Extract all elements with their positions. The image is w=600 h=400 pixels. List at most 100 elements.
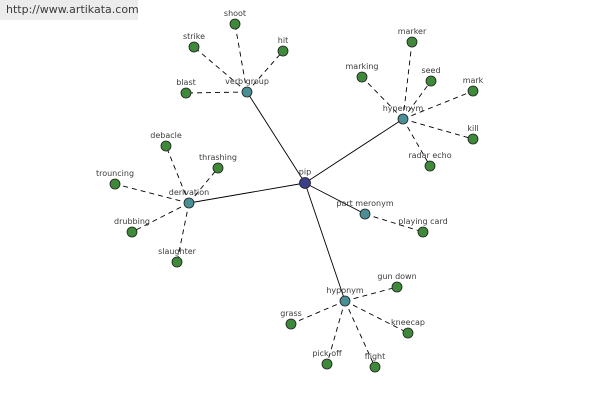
leaf-node-kneecap-label: kneecap — [391, 318, 425, 327]
relation-node-verb-group-dot[interactable] — [241, 86, 253, 98]
leaf-node-kill-dot[interactable] — [467, 133, 479, 145]
edge-part-meronym-playing-card — [364, 213, 424, 233]
leaf-node-grass-label: grass — [280, 309, 302, 318]
leaf-node-slaughter-dot[interactable] — [171, 256, 183, 268]
leaf-node-shoot[interactable]: shoot — [224, 9, 246, 30]
leaf-node-slaughter[interactable]: slaughter — [158, 247, 197, 268]
leaf-node-seed-label: seed — [421, 66, 440, 75]
leaf-node-grass[interactable]: grass — [280, 309, 302, 330]
leaf-node-kill-label: kill — [467, 124, 478, 133]
edge-pip-verb-group — [246, 91, 306, 184]
leaf-node-drubbing[interactable]: drubbing — [114, 217, 150, 238]
leaf-node-kneecap[interactable]: kneecap — [391, 318, 425, 339]
edge-hypernym-mark — [402, 90, 474, 120]
relation-node-hypernym-label: hypernym — [383, 104, 424, 113]
relation-node-derivation-dot[interactable] — [183, 197, 195, 209]
leaf-node-pick-off-label: pick off — [312, 349, 342, 358]
relation-node-part-meronym[interactable]: part meronym — [336, 199, 394, 220]
relation-node-hypernym-dot[interactable] — [397, 113, 409, 125]
leaf-node-gun-down-dot[interactable] — [391, 281, 403, 293]
edge-hypernym-marking — [361, 76, 404, 120]
leaf-node-slaughter-label: slaughter — [158, 247, 197, 256]
leaf-node-drubbing-dot[interactable] — [126, 226, 138, 238]
leaf-node-seed[interactable]: seed — [421, 66, 441, 87]
relation-node-hypernym[interactable]: hypernym — [383, 104, 424, 125]
leaf-node-playing-card[interactable]: playing card — [398, 217, 448, 238]
relation-node-verb-group[interactable]: verb group — [225, 77, 269, 98]
leaf-node-flight[interactable]: flight — [365, 352, 386, 373]
leaf-node-grass-dot[interactable] — [285, 318, 297, 330]
leaf-node-strike[interactable]: strike — [183, 32, 205, 53]
leaf-node-thrashing-dot[interactable] — [212, 162, 224, 174]
leaf-node-marker-label: marker — [398, 27, 427, 36]
leaf-node-debacle-dot[interactable] — [160, 140, 172, 152]
relation-node-hyponym[interactable]: hyponym — [326, 286, 364, 307]
edges-layer — [114, 23, 474, 368]
leaf-node-marking[interactable]: marking — [346, 62, 379, 83]
relation-node-part-meronym-dot[interactable] — [359, 208, 371, 220]
leaf-node-blast-dot[interactable] — [180, 87, 192, 99]
leaf-node-debacle-label: debacle — [150, 131, 182, 140]
leaf-node-trouncing[interactable]: trouncing — [96, 169, 134, 190]
leaf-node-pick-off-dot[interactable] — [321, 358, 333, 370]
leaf-node-kill[interactable]: kill — [467, 124, 479, 145]
edge-hypernym-seed — [402, 80, 432, 120]
leaf-node-radar-echo[interactable]: radar echo — [408, 151, 452, 172]
leaf-node-strike-label: strike — [183, 32, 205, 41]
leaf-node-shoot-label: shoot — [224, 9, 246, 18]
leaf-node-blast-label: blast — [176, 78, 196, 87]
nodes-layer: shoot strike hit blast verb group marker marki… — [96, 9, 484, 373]
leaf-node-drubbing-label: drubbing — [114, 217, 150, 226]
relation-node-part-meronym-label: part meronym — [336, 199, 393, 208]
relation-node-hyponym-label: hyponym — [326, 286, 364, 295]
edge-hypernym-marker — [402, 41, 413, 120]
edge-hyponym-pick-off — [326, 300, 346, 365]
relation-node-derivation[interactable]: derivation — [169, 188, 209, 209]
leaf-node-trouncing-dot[interactable] — [109, 178, 121, 190]
leaf-node-hit-dot[interactable] — [277, 45, 289, 57]
edge-derivation-slaughter — [176, 202, 190, 263]
relation-node-hyponym-dot[interactable] — [339, 295, 351, 307]
leaf-node-playing-card-dot[interactable] — [417, 226, 429, 238]
leaf-node-flight-dot[interactable] — [369, 361, 381, 373]
edge-hypernym-kill — [402, 118, 474, 140]
leaf-node-marker-dot[interactable] — [406, 36, 418, 48]
leaf-node-marking-label: marking — [346, 62, 379, 71]
edge-hyponym-kneecap — [344, 300, 409, 334]
edge-verb-group-strike — [193, 46, 248, 93]
relation-node-verb-group-label: verb group — [225, 77, 269, 86]
leaf-node-thrashing-label: thrashing — [199, 153, 237, 162]
leaf-node-radar-echo-dot[interactable] — [424, 160, 436, 172]
leaf-node-shoot-dot[interactable] — [229, 18, 241, 30]
leaf-node-debacle[interactable]: debacle — [150, 131, 182, 152]
leaf-node-mark[interactable]: mark — [463, 76, 484, 97]
leaf-node-marking-dot[interactable] — [356, 71, 368, 83]
edge-pip-hyponym — [304, 182, 346, 302]
leaf-node-gun-down[interactable]: gun down — [377, 272, 417, 293]
leaf-node-pick-off[interactable]: pick off — [312, 349, 342, 370]
leaf-node-marker[interactable]: marker — [398, 27, 427, 48]
leaf-node-flight-label: flight — [365, 352, 386, 361]
edge-pip-derivation — [188, 182, 306, 204]
leaf-node-kneecap-dot[interactable] — [402, 327, 414, 339]
watermark-url: http://www.artikata.com — [0, 0, 139, 20]
center-node-pip-dot[interactable] — [299, 177, 311, 189]
edge-verb-group-shoot — [234, 23, 248, 93]
leaf-node-blast[interactable]: blast — [176, 78, 196, 99]
edge-hypernym-radar-echo — [402, 118, 431, 167]
edge-hyponym-flight — [344, 300, 376, 368]
center-node-pip[interactable]: pip — [299, 168, 311, 189]
leaf-node-hit-label: hit — [278, 36, 288, 45]
leaf-node-strike-dot[interactable] — [188, 41, 200, 53]
leaf-node-gun-down-label: gun down — [377, 272, 416, 281]
leaf-node-mark-label: mark — [463, 76, 484, 85]
edge-verb-group-blast — [185, 91, 248, 94]
edge-derivation-debacle — [165, 145, 190, 204]
leaf-node-playing-card-label: playing card — [398, 217, 447, 226]
edge-pip-part-meronym — [304, 182, 366, 215]
leaf-node-mark-dot[interactable] — [467, 85, 479, 97]
leaf-node-thrashing[interactable]: thrashing — [199, 153, 237, 174]
leaf-node-hit[interactable]: hit — [277, 36, 289, 57]
leaf-node-seed-dot[interactable] — [425, 75, 437, 87]
